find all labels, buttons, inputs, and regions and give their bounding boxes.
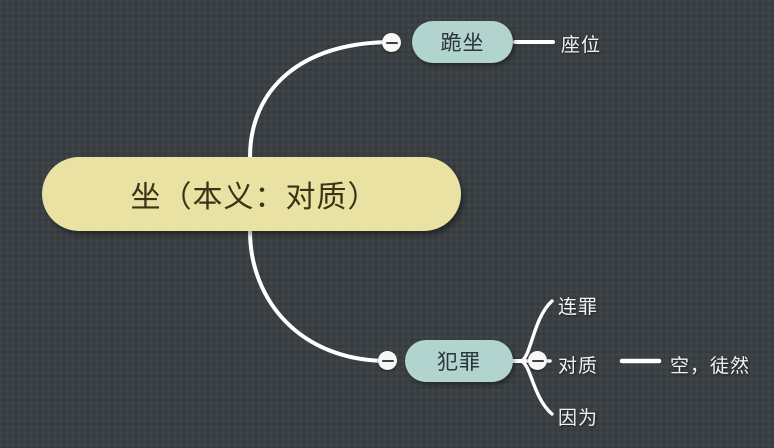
connector-root-to-guizuo <box>248 40 394 159</box>
branch-node-fanzui-label: 犯罪 <box>437 350 481 374</box>
minus-bar <box>385 41 398 44</box>
root-node-label: 坐（本义：对质） <box>130 180 379 215</box>
root-node[interactable]: 坐（本义：对质） <box>42 157 461 231</box>
leaf-label-duizhi[interactable]: 对质 <box>558 355 599 377</box>
branch-node-guizuo[interactable]: 跪坐 <box>412 21 513 63</box>
branch-node-fanzui[interactable]: 犯罪 <box>405 340 513 382</box>
minus-circle-icon[interactable] <box>382 33 401 52</box>
minus-bar <box>531 359 544 362</box>
connector-root-to-fanzui <box>248 229 390 363</box>
minus-circle-icon[interactable] <box>378 351 397 370</box>
leaf-label-lianzui[interactable]: 连罪 <box>558 296 599 318</box>
minus-circle-icon[interactable] <box>528 351 547 370</box>
leaf-label-yinwei[interactable]: 因为 <box>558 407 599 429</box>
minus-bar <box>381 359 394 362</box>
leaf-label-zuowei[interactable]: 座位 <box>561 34 602 56</box>
leaf-label-kongturan[interactable]: 空，徒然 <box>670 355 751 377</box>
branch-node-guizuo-label: 跪坐 <box>440 31 485 55</box>
